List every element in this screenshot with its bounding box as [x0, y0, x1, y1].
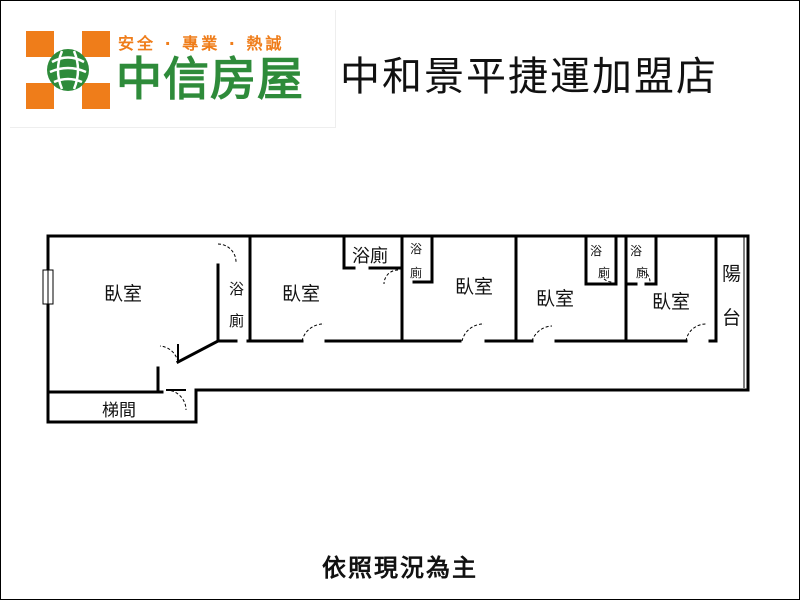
stairs-label: 梯間: [102, 401, 136, 421]
store-name: 中和景平捷運加盟店: [340, 54, 718, 100]
exterior-wall: [46, 234, 750, 424]
globe-logo-icon: [26, 31, 110, 109]
company-logo-panel: 安全 · 專業 · 熱誠 中信房屋: [10, 10, 336, 128]
wc2-label: 浴廁: [352, 245, 388, 267]
brand-name: 中信房屋: [116, 52, 304, 106]
wc1-label-char1: 浴: [229, 280, 244, 298]
door-leaf: [166, 344, 186, 391]
window: [42, 269, 54, 305]
wc1-label: 浴 廁: [229, 280, 249, 330]
balcony-label: 陽台: [722, 263, 741, 329]
room4-label: 臥室: [536, 288, 574, 310]
wc4-label: 浴廁: [590, 244, 610, 280]
room1-wall: [175, 338, 221, 365]
room5-label: 臥室: [652, 291, 690, 313]
room3-label: 臥室: [455, 276, 493, 298]
wc5-label: 浴廁: [630, 244, 648, 280]
company-slogan: 安全 · 專業 · 熱誠: [118, 34, 285, 53]
room2-label: 臥室: [282, 283, 320, 305]
wc3-label: 浴廁: [410, 242, 422, 280]
wc1-label-char2: 廁: [229, 312, 244, 330]
room1-label: 臥室: [104, 283, 142, 305]
footer-note: 依照現況為主: [322, 553, 478, 582]
